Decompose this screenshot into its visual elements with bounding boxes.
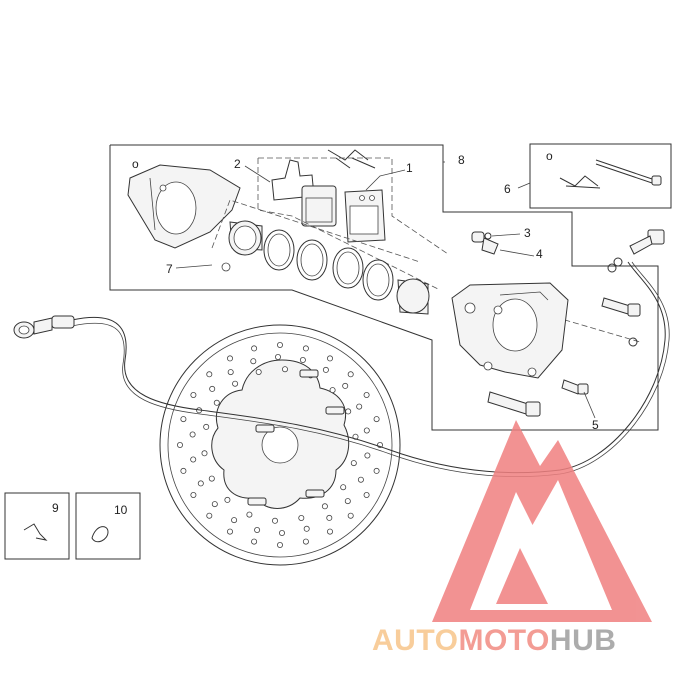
callout-2: 2 — [234, 157, 241, 171]
disc-hole — [329, 387, 336, 394]
disc-hole — [226, 528, 233, 535]
disc-hole — [357, 476, 364, 483]
pad-pin — [327, 149, 376, 169]
disc-hole — [278, 530, 285, 537]
disc-hole — [213, 399, 220, 406]
clip-box-9 — [4, 492, 70, 560]
disc-hole — [302, 345, 309, 352]
r-clip — [91, 526, 109, 543]
disc-hole — [254, 527, 261, 534]
piston-seal-set — [221, 220, 430, 315]
disc-hole — [251, 538, 258, 545]
disc-hole — [231, 517, 238, 524]
disc-hole — [189, 431, 196, 438]
banjo-bolt — [607, 229, 665, 273]
brake-pad — [301, 185, 386, 243]
disc-hole — [276, 542, 283, 549]
disc-hole — [303, 525, 310, 532]
disc-hole — [224, 496, 231, 503]
clip-box-10 — [75, 492, 141, 560]
disc-hole — [190, 491, 197, 498]
disc-hole — [203, 423, 210, 430]
disc-hole — [322, 366, 329, 373]
disc-hole — [326, 514, 333, 521]
leader-lines — [175, 161, 596, 419]
caliper-half-left: o — [127, 157, 241, 249]
disc-hole — [363, 491, 370, 498]
disc-bolt — [247, 369, 345, 506]
callout-3: 3 — [524, 226, 531, 240]
disc-hole — [176, 441, 183, 448]
callout-9: 9 — [52, 501, 59, 515]
disc-hole — [326, 528, 333, 535]
disc-hole — [246, 511, 253, 518]
disc-hole — [299, 356, 306, 363]
disc-hole — [276, 341, 283, 348]
disc-hole — [232, 380, 239, 387]
disc-hole — [255, 368, 262, 375]
caliper-half-right — [451, 282, 569, 379]
disc-hole — [206, 371, 213, 378]
disc-hole — [180, 467, 187, 474]
disc-hole — [356, 403, 363, 410]
watermark-logo: AUTOMOTOHUB — [372, 420, 652, 657]
disc-hole — [363, 427, 370, 434]
disc-hole — [340, 484, 347, 491]
disc-hole — [347, 371, 354, 378]
disc-hole — [201, 450, 208, 457]
bleed-valve — [471, 231, 499, 255]
disc-hole — [326, 355, 333, 362]
disc-hole — [206, 512, 213, 519]
disc-hole — [274, 353, 281, 360]
disc-hole — [209, 385, 216, 392]
disc-hole — [197, 480, 204, 487]
disc-hole — [281, 366, 288, 373]
disc-hole — [347, 512, 354, 519]
disc-hole — [344, 498, 351, 505]
disc-hole — [271, 517, 278, 524]
disc-hole — [211, 501, 218, 508]
callout-10: 10 — [114, 503, 128, 517]
disc-hole — [350, 460, 357, 467]
logo-text-auto: AUTO — [372, 624, 458, 657]
spring-clip — [23, 523, 48, 541]
disc-hole — [364, 452, 371, 459]
callout-7: 7 — [166, 262, 173, 276]
disc-hole — [190, 391, 197, 398]
callout-4: 4 — [536, 247, 543, 261]
callout-1: 1 — [406, 161, 413, 175]
pin-kit-frame — [529, 143, 672, 209]
disc-hole — [302, 538, 309, 545]
disc-hole — [208, 475, 215, 482]
brake-disc — [159, 324, 401, 566]
disc-hole — [226, 355, 233, 362]
svg-text:o: o — [546, 149, 553, 163]
disc-hole — [227, 369, 234, 376]
svg-text:AUTOMOTOHUB: AUTOMOTOHUB — [372, 624, 616, 657]
brake-hose — [13, 261, 670, 477]
disc-hole — [250, 358, 257, 365]
logo-text-moto: MOTO — [458, 624, 549, 657]
disc-hole — [251, 345, 258, 352]
logo-text-hub: HUB — [550, 624, 617, 657]
disc-hole — [190, 456, 197, 463]
caliper-bolt — [487, 297, 641, 417]
disc-hole — [345, 408, 352, 415]
callout-8: 8 — [458, 153, 465, 167]
disc-hole — [321, 503, 328, 510]
disc-hole — [180, 416, 187, 423]
disc-hole — [373, 467, 380, 474]
disc-hole — [363, 391, 370, 398]
callout-6: 6 — [504, 182, 511, 196]
disc-hole — [298, 515, 305, 522]
caliper-kit-frame — [109, 144, 659, 431]
pad-spring — [271, 159, 315, 201]
disc-hole — [342, 382, 349, 389]
svg-text:o: o — [132, 157, 139, 171]
callout-5: 5 — [592, 418, 599, 432]
pin-kit: o — [546, 149, 662, 189]
disc-hole — [373, 416, 380, 423]
